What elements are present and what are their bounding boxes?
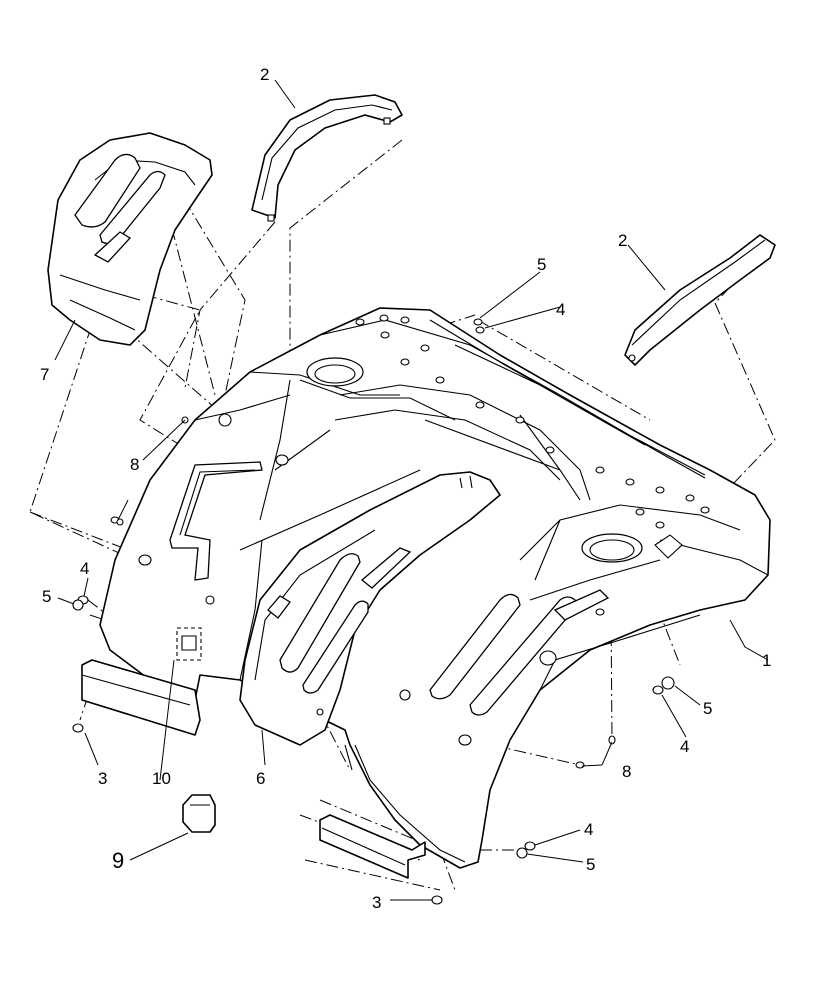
callout-5-bottom: 5 <box>586 855 595 874</box>
callout-6: 6 <box>256 769 265 788</box>
callout-4-left: 4 <box>80 559 89 578</box>
handrail-part-2-right <box>624 234 776 366</box>
bracket-part-3-bottom <box>319 814 443 905</box>
callout-7: 7 <box>40 365 49 384</box>
callout-3-left: 3 <box>98 769 107 788</box>
callout-2-left: 2 <box>260 65 269 84</box>
callout-10: 10 <box>152 769 171 788</box>
callout-2-right: 2 <box>618 231 627 250</box>
callout-4-right: 4 <box>680 737 689 756</box>
plug-part-9 <box>182 794 216 833</box>
callout-8-right: 8 <box>622 762 631 781</box>
callout-4-top: 4 <box>556 300 565 319</box>
callout-5-left: 5 <box>42 587 51 606</box>
callout-9: 9 <box>112 848 124 873</box>
callout-5-top: 5 <box>537 255 546 274</box>
fender-shell-part-1 <box>99 307 771 869</box>
inner-panel-part-6 <box>239 471 501 746</box>
callout-3-bottom: 3 <box>372 893 381 912</box>
callouts: 1 2 2 3 3 4 4 4 4 5 5 5 5 6 7 8 8 9 10 <box>40 65 771 912</box>
callout-1: 1 <box>762 651 771 670</box>
fasteners <box>72 318 675 859</box>
callout-5-right: 5 <box>703 699 712 718</box>
leader-lines <box>54 79 769 901</box>
callout-8-left: 8 <box>130 455 139 474</box>
handrail-part-2-left <box>251 94 403 222</box>
bracket-part-3-left <box>72 659 201 736</box>
callout-4-bottom: 4 <box>584 820 593 839</box>
cover-part-7 <box>47 132 213 346</box>
